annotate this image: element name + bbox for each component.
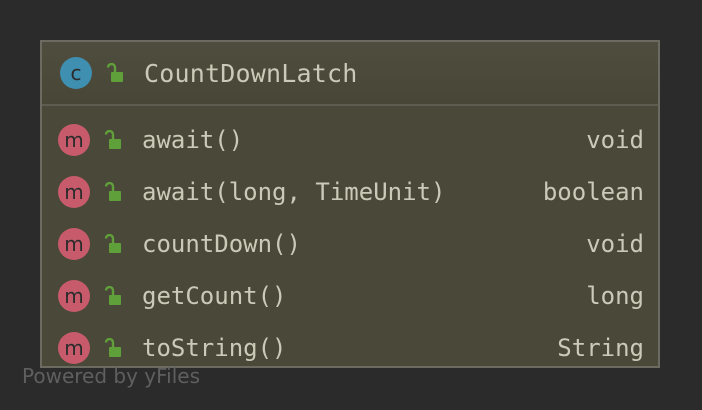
member-row[interactable]: m await(long, TimeUnit) boolean [42,166,658,218]
member-return-type: boolean [542,178,644,206]
member-name: countDown() [142,230,301,258]
member-name: await(long, TimeUnit) [142,178,446,206]
method-badge-letter: m [64,232,84,256]
unlocked-icon [104,182,121,201]
unlocked-icon [104,286,121,305]
class-badge-letter: c [70,61,82,85]
member-return-type: void [586,126,644,154]
member-name: await() [142,126,244,154]
unlocked-icon [104,338,121,357]
method-badge-letter: m [64,180,84,204]
member-name: getCount() [142,282,287,310]
class-node[interactable]: c CountDownLatch m await() void [40,40,660,368]
class-header: c CountDownLatch [42,42,658,106]
yfiles-attribution: Powered by yFiles [22,364,200,388]
member-return-type: long [586,282,644,310]
member-return-type: void [586,230,644,258]
method-badge-icon: m [58,332,90,364]
unlocked-icon [104,130,121,149]
member-name: toString() [142,334,287,362]
method-badge-icon: m [58,280,90,312]
unlocked-icon [106,63,123,82]
method-badge-letter: m [64,336,84,360]
method-badge-icon: m [58,228,90,260]
member-row[interactable]: m toString() String [42,322,658,366]
method-badge-letter: m [64,128,84,152]
method-badge-letter: m [64,284,84,308]
unlocked-icon [104,234,121,253]
member-row[interactable]: m getCount() long [42,270,658,322]
members-list: m await() void m await(long, TimeUnit) [42,106,658,366]
member-row[interactable]: m countDown() void [42,218,658,270]
method-badge-icon: m [58,124,90,156]
class-name: CountDownLatch [144,58,358,88]
method-badge-icon: m [58,176,90,208]
member-row[interactable]: m await() void [42,114,658,166]
member-return-type: String [557,334,644,362]
class-badge-icon: c [60,57,92,89]
